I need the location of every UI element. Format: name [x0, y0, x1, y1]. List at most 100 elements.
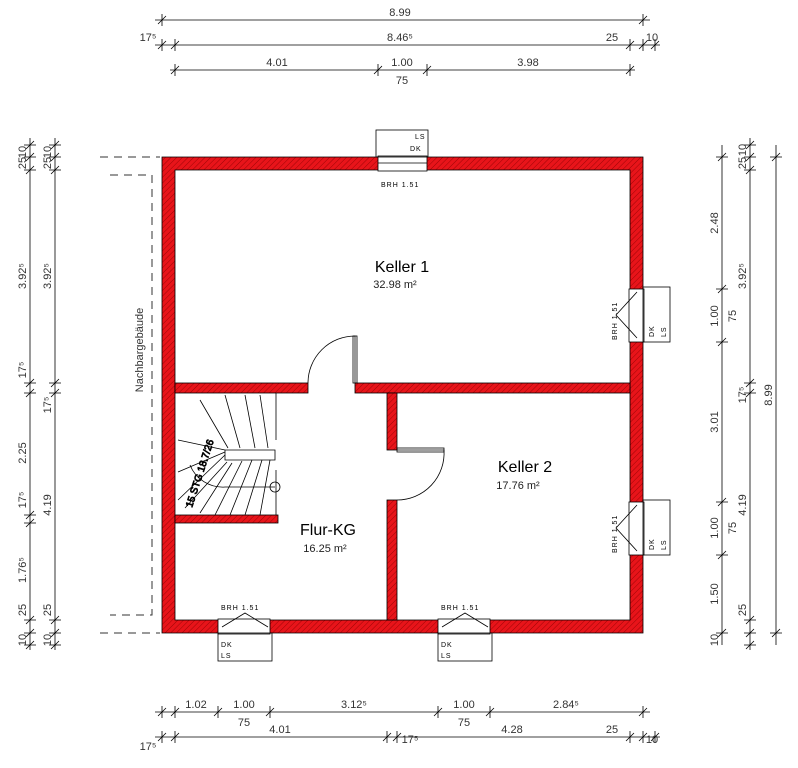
dimension-label: 4.01 [269, 724, 290, 736]
dimension-label: 17⁵ [140, 741, 157, 753]
dimension-tick [49, 640, 61, 650]
neighbor-building-label: Nachbargebäude [134, 308, 146, 392]
dimension-label: 25 [17, 604, 29, 616]
window-top-ls: LS [415, 134, 426, 141]
dimension-label: 10 [17, 146, 29, 158]
dimension-tick [157, 14, 167, 26]
window-right2-brh: BRH 1.51 [612, 515, 619, 553]
dimension-label: 25 [606, 724, 618, 736]
dimension-label: 3.92⁵ [17, 263, 29, 289]
dimension-label: 75 [727, 522, 739, 534]
dimension-tick [625, 731, 635, 743]
dimension-label: 3.12⁵ [341, 699, 367, 711]
dimension-lines [24, 14, 782, 743]
dimension-label: 25 [737, 157, 749, 169]
dimension-label: 10 [646, 734, 658, 746]
dimension-label: 10 [42, 634, 54, 646]
windows: LS DK BRH 1.51 BRH 1.51 DK LS BRH 1.51 D… [217, 129, 671, 662]
dimension-label: 17⁵ [402, 734, 419, 746]
dimension-label: 4.19 [737, 494, 749, 515]
dimension-label: 10 [737, 144, 749, 156]
room-area: 17.76 m² [496, 480, 540, 492]
dimension-label: 4.01 [266, 57, 287, 69]
stair-label: 15 STG 18.7/26 [184, 438, 216, 509]
dimension-label: 3.92⁵ [737, 263, 749, 289]
walls [161, 156, 644, 634]
dimension-tick [638, 14, 648, 26]
room-name: Keller 2 [498, 459, 552, 476]
dimension-label: 25 [737, 604, 749, 616]
dimension-tick [716, 337, 728, 347]
dimension-label: 1.50 [709, 583, 721, 604]
dimension-tick [625, 64, 635, 76]
window-bottom1-dk: DK [221, 642, 233, 649]
dimension-label: 17⁵ [42, 397, 54, 414]
room-keller-2[interactable]: Keller 2 17.76 m² [496, 459, 552, 492]
dimension-tick [650, 731, 660, 743]
dimension-tick [170, 39, 180, 51]
dimension-tick [170, 731, 180, 743]
dimension-tick [373, 64, 383, 76]
dimension-label: 17⁵ [140, 32, 157, 44]
dimension-tick [433, 706, 443, 718]
dimension-label: 25 [42, 157, 54, 169]
dimension-tick [170, 64, 180, 76]
dimension-tick [265, 706, 275, 718]
window-bottom1-brh: BRH 1.51 [221, 605, 259, 612]
dimension-tick [170, 706, 180, 718]
dimension-label: 1.00 [453, 699, 474, 711]
dimension-label: 25 [17, 157, 29, 169]
window-bottom1-ls: LS [221, 653, 232, 660]
window-bottom2-ls: LS [441, 653, 452, 660]
dimension-tick [24, 628, 36, 638]
window-right2-dk: DK [649, 538, 656, 550]
dimension-tick [716, 497, 728, 507]
dimension-label: 1.76⁵ [17, 557, 29, 583]
doors [307, 335, 445, 501]
dimension-tick [744, 628, 756, 638]
dimension-label: 1.00 [709, 305, 721, 326]
dimension-tick [392, 731, 402, 743]
dimension-tick [49, 140, 61, 150]
neighbor-building-outline: Nachbargebäude [100, 156, 160, 634]
dimension-label: 4.19 [42, 494, 54, 515]
dimension-tick [716, 152, 728, 162]
dimension-tick [24, 518, 36, 528]
dimension-tick [638, 731, 648, 743]
room-area: 32.98 m² [373, 279, 417, 291]
dimension-tick [24, 640, 36, 650]
staircase: 15 STG 18.7/26 [177, 393, 281, 516]
dimension-label: 2.25 [17, 442, 29, 463]
dimension-tick [638, 39, 648, 51]
window-top-dk: DK [410, 146, 422, 153]
window-right1-ls: LS [661, 326, 668, 337]
dimension-label: 10 [42, 146, 54, 158]
dimension-label: 3.98 [517, 57, 538, 69]
dimension-label: 17⁵ [17, 362, 29, 379]
window-right1-brh: BRH 1.51 [612, 302, 619, 340]
dimension-label: 2.84⁵ [553, 699, 579, 711]
dimension-tick [157, 706, 167, 718]
window-top-brh: BRH 1.51 [381, 182, 419, 189]
dimension-tick [744, 640, 756, 650]
room-name: Keller 1 [375, 259, 429, 276]
dimension-tick [49, 615, 61, 625]
dimension-tick [744, 140, 756, 150]
dimension-tick [24, 165, 36, 175]
dimension-label: 1.02 [185, 699, 206, 711]
dimension-tick [24, 388, 36, 398]
dimension-label: 8.46⁵ [387, 32, 413, 44]
dimension-tick [625, 39, 635, 51]
dimension-label: 10 [17, 634, 29, 646]
dimension-label: 3.92⁵ [42, 263, 54, 289]
dimension-label: 10 [646, 32, 658, 44]
dimension-label: 1.00 [233, 699, 254, 711]
window-right1-dk: DK [649, 325, 656, 337]
room-keller-1[interactable]: Keller 1 32.98 m² [373, 259, 429, 291]
room-flur-kg[interactable]: Flur-KG 16.25 m² [300, 522, 356, 555]
dimension-label: 8.99 [389, 7, 410, 19]
dimension-label: 75 [238, 717, 250, 729]
dimension-label: 1.00 [709, 517, 721, 538]
dimension-tick [744, 152, 756, 162]
